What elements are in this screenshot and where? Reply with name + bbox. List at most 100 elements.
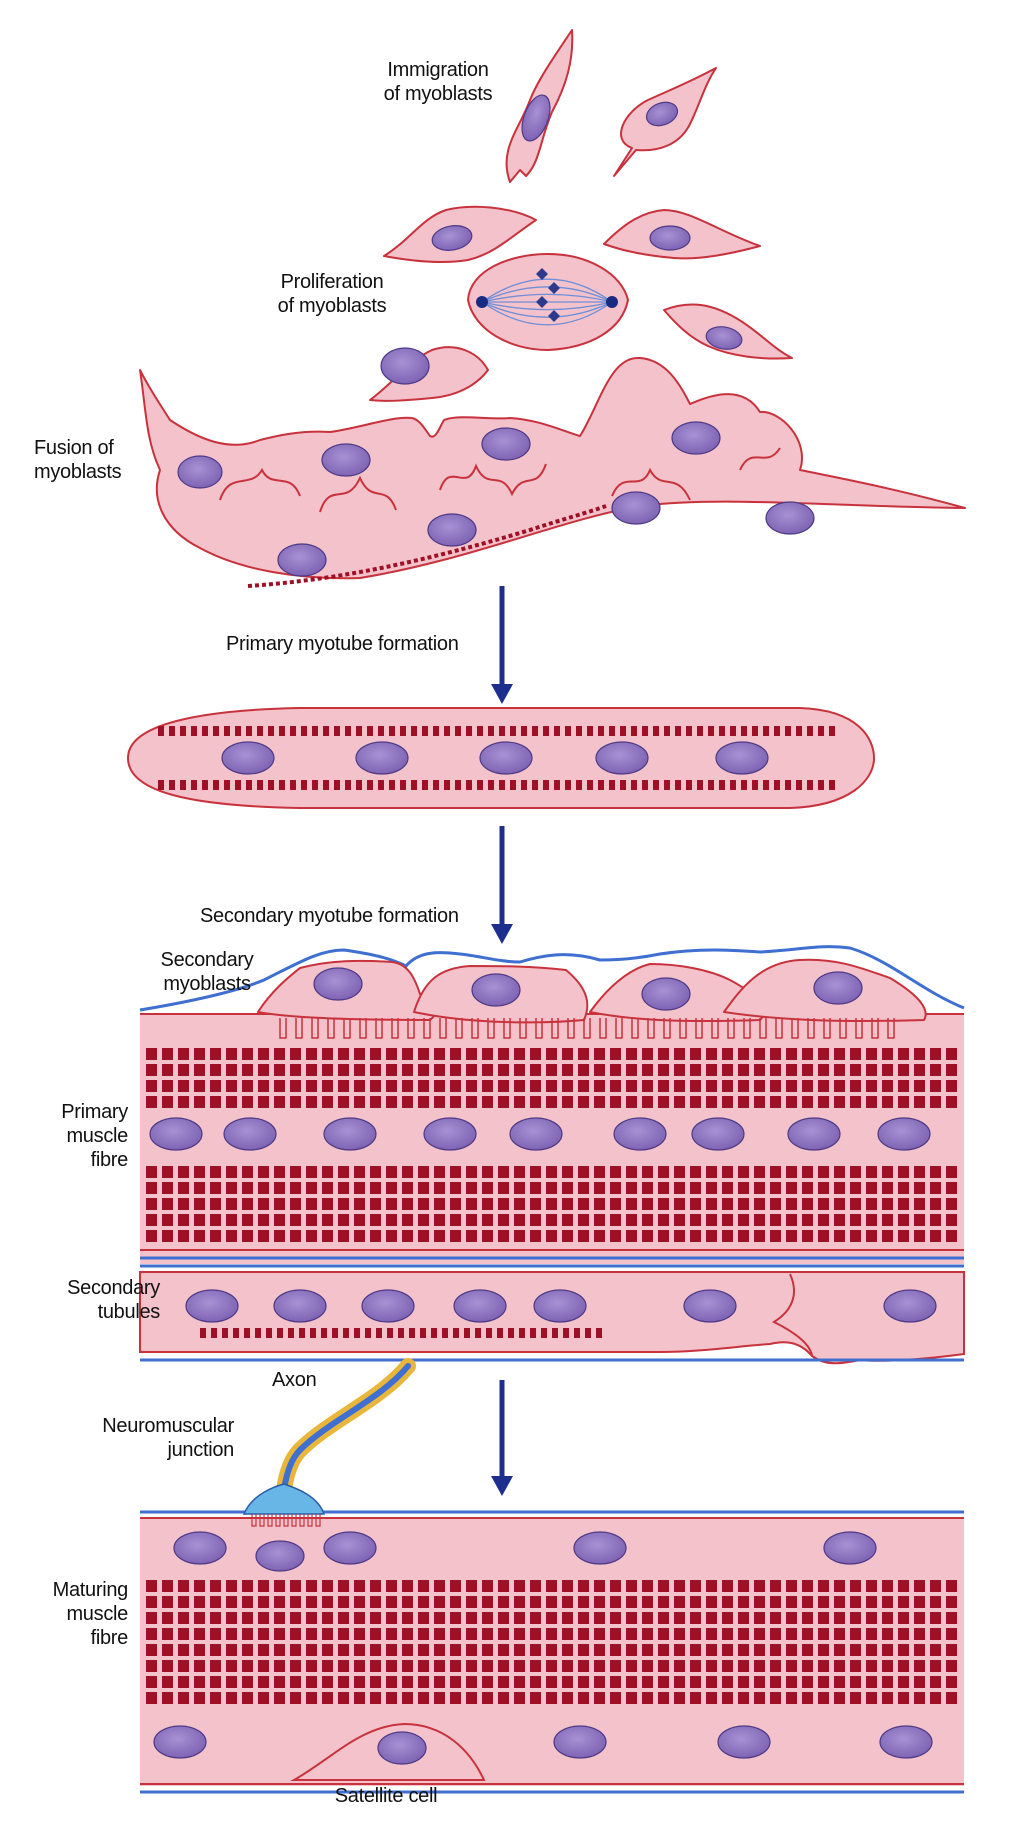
myofibril-block bbox=[434, 1676, 445, 1688]
myofibril-block bbox=[690, 1692, 701, 1704]
myofibril-block bbox=[274, 1230, 285, 1242]
myofibril-block bbox=[786, 1644, 797, 1656]
myofibril-block bbox=[418, 1166, 429, 1178]
myofibril-block bbox=[242, 1596, 253, 1608]
myofibril-block bbox=[882, 1198, 893, 1210]
myofibril-block bbox=[466, 1596, 477, 1608]
myotube-striation bbox=[378, 780, 384, 790]
tubule-striation bbox=[211, 1328, 217, 1338]
myofibril-block bbox=[578, 1628, 589, 1640]
myofibril-block bbox=[530, 1660, 541, 1672]
myofibril-block bbox=[178, 1064, 189, 1076]
myofibril-block bbox=[658, 1096, 669, 1108]
label-maturing-muscle-fibre: Maturing muscle fibre bbox=[52, 1579, 129, 1649]
myotube-striation bbox=[763, 726, 769, 736]
myofibril-block bbox=[802, 1660, 813, 1672]
myofibril-block bbox=[562, 1692, 573, 1704]
myofibril-block bbox=[786, 1198, 797, 1210]
fusion-membrane bbox=[219, 447, 781, 513]
myofibril-block bbox=[210, 1676, 221, 1688]
myofibril-block bbox=[146, 1230, 157, 1242]
tubule-striation bbox=[596, 1328, 602, 1338]
myofibril-block bbox=[930, 1214, 941, 1226]
myofibril-block bbox=[210, 1660, 221, 1672]
membrane-process bbox=[503, 1018, 511, 1039]
myofibril-block bbox=[514, 1628, 525, 1640]
myofibril-block bbox=[530, 1182, 541, 1194]
myofibril-block bbox=[866, 1230, 877, 1242]
myofibril-block bbox=[514, 1230, 525, 1242]
myofibril-block bbox=[418, 1580, 429, 1592]
myofibril-block bbox=[370, 1628, 381, 1640]
myofibril-block bbox=[626, 1644, 637, 1656]
myofibril-block bbox=[146, 1644, 157, 1656]
myofibril-block bbox=[546, 1692, 557, 1704]
myotube-striation bbox=[400, 780, 406, 790]
myofibril-block bbox=[642, 1628, 653, 1640]
myofibril-block bbox=[178, 1096, 189, 1108]
membrane-process bbox=[551, 1018, 559, 1039]
myofibril-block bbox=[722, 1048, 733, 1060]
myotube-striation bbox=[620, 780, 626, 790]
membrane-process bbox=[487, 1018, 495, 1039]
myofibril-block bbox=[306, 1080, 317, 1092]
myotube-striation bbox=[532, 726, 538, 736]
myotube-striation bbox=[708, 726, 714, 736]
myofibril-block bbox=[642, 1064, 653, 1076]
myofibril-block bbox=[738, 1230, 749, 1242]
myotube-striation bbox=[433, 726, 439, 736]
myofibril-block bbox=[546, 1166, 557, 1178]
myotube-striation bbox=[312, 726, 318, 736]
myotube-striation bbox=[389, 726, 395, 736]
myofibril-block bbox=[290, 1214, 301, 1226]
nucleus bbox=[479, 741, 533, 775]
myofibril-block bbox=[946, 1214, 957, 1226]
myofibril-block bbox=[466, 1580, 477, 1592]
myotube-striation bbox=[202, 780, 208, 790]
myofibril-block bbox=[354, 1214, 365, 1226]
myotube-striation bbox=[763, 780, 769, 790]
centrosome bbox=[606, 296, 618, 308]
myofibril-block bbox=[818, 1692, 829, 1704]
myofibril-block bbox=[594, 1644, 605, 1656]
myofibril-block bbox=[146, 1580, 157, 1592]
myofibril-block bbox=[562, 1628, 573, 1640]
myofibril-block bbox=[530, 1612, 541, 1624]
myofibril-block bbox=[690, 1182, 701, 1194]
nucleus bbox=[717, 1725, 771, 1759]
myofibril-block bbox=[162, 1660, 173, 1672]
myotube-striation bbox=[752, 780, 758, 790]
myofibril-block bbox=[146, 1692, 157, 1704]
myofibril-block bbox=[338, 1198, 349, 1210]
myofibril-block bbox=[322, 1166, 333, 1178]
myofibril-block bbox=[466, 1692, 477, 1704]
myotube-striation bbox=[356, 726, 362, 736]
chromosome bbox=[548, 310, 560, 322]
myofibril-block bbox=[370, 1580, 381, 1592]
nascent-myofibril bbox=[247, 504, 607, 588]
myofibril-block bbox=[546, 1644, 557, 1656]
myofibril-block bbox=[354, 1612, 365, 1624]
myotube-striation bbox=[246, 726, 252, 736]
myofibril-block bbox=[658, 1048, 669, 1060]
myotube-striation bbox=[290, 780, 296, 790]
myofibril-block bbox=[642, 1080, 653, 1092]
label-proliferation: Proliferation of myoblasts bbox=[277, 271, 387, 317]
myofibril-block bbox=[162, 1166, 173, 1178]
myofibril-block bbox=[402, 1182, 413, 1194]
myotube-striation bbox=[620, 726, 626, 736]
myofibril-block bbox=[802, 1692, 813, 1704]
myofibril-block bbox=[946, 1612, 957, 1624]
myofibril-block bbox=[706, 1080, 717, 1092]
myofibril-block bbox=[386, 1676, 397, 1688]
myofibril-block bbox=[338, 1214, 349, 1226]
myofibril-block bbox=[770, 1660, 781, 1672]
myofibril-block bbox=[914, 1628, 925, 1640]
myofibril-block bbox=[706, 1214, 717, 1226]
myofibril-block bbox=[146, 1048, 157, 1060]
myotube-striation bbox=[664, 726, 670, 736]
myofibril-block bbox=[850, 1596, 861, 1608]
myotube-striation bbox=[169, 780, 175, 790]
myofibril-block bbox=[178, 1182, 189, 1194]
myofibril-block bbox=[834, 1612, 845, 1624]
